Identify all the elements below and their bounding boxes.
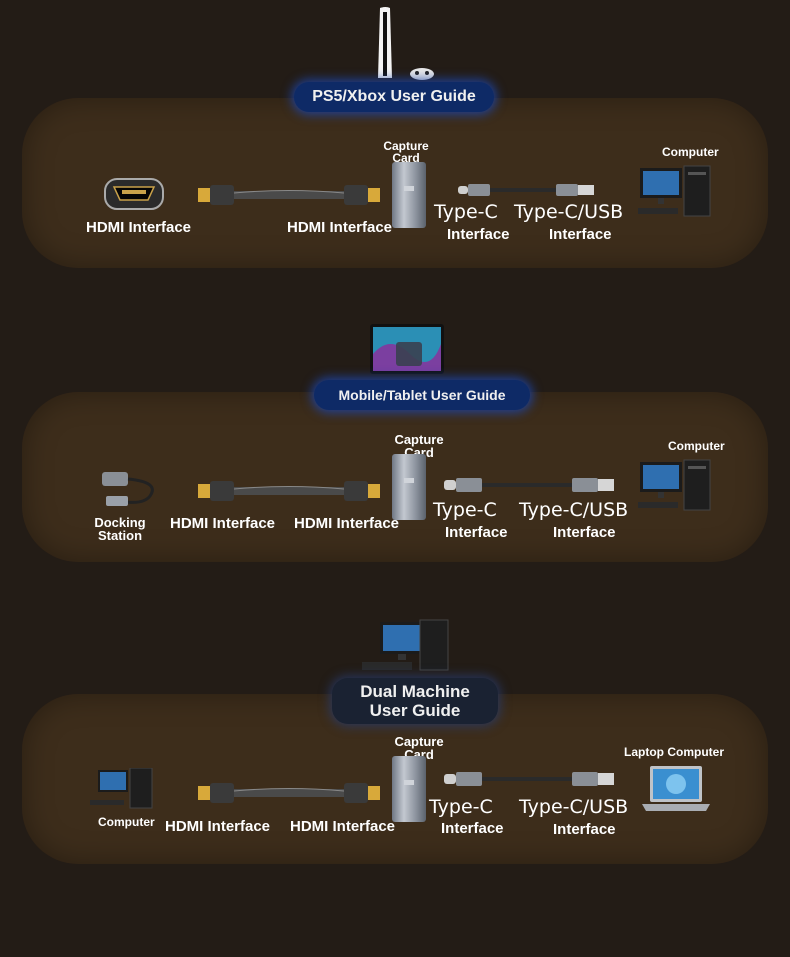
computer-label: Computer: [662, 145, 719, 159]
hdmi-interface-label-right: HDMI Interface: [294, 515, 400, 532]
dual-machine-guide-title: Dual Machine User Guide: [332, 678, 498, 724]
typec-interface-label: Interface: [447, 226, 510, 243]
laptop-icon: [642, 766, 710, 811]
hdmi-interface-label-left: HDMI Interface: [170, 515, 276, 532]
ps5-guide-title: PS5/Xbox User Guide: [294, 82, 494, 112]
desktop-computer-icon: [638, 459, 711, 511]
typec-label: Type-C: [434, 201, 498, 223]
capture-card-image: [392, 162, 426, 228]
docking-station-label: Docking Station: [94, 515, 146, 543]
desktop-computer-icon: [90, 768, 153, 809]
computer-label: Computer: [668, 439, 725, 453]
usb-label: Type-C/USB: [514, 201, 624, 223]
typec-label: Type-C: [433, 499, 497, 521]
usb-label: Type-C/USB: [519, 499, 629, 521]
desktop-computer-image: [362, 619, 449, 671]
typec-interface-label: Interface: [441, 820, 504, 837]
typec-usb-cable-image: [444, 772, 614, 786]
desktop-computer-icon: [638, 165, 711, 217]
usb-interface-label: Interface: [553, 821, 616, 838]
usb-interface-label: Interface: [549, 226, 612, 243]
dual-machine-title-line2: User Guide: [369, 701, 461, 720]
capture-card-image: [392, 756, 426, 822]
hdmi-cable-image: [198, 783, 380, 803]
laptop-computer-label: Laptop Computer: [624, 745, 724, 759]
typec-usb-cable-image: [444, 478, 614, 492]
hdmi-interface-label-right: HDMI Interface: [290, 818, 396, 835]
docking-station-image: [102, 472, 154, 506]
capture-card-label: Capture Card: [383, 139, 429, 165]
usb-label: Type-C/USB: [519, 796, 629, 818]
capture-card-image: [392, 454, 426, 520]
mobile-guide-title: Mobile/Tablet User Guide: [314, 380, 530, 410]
dual-machine-title-line1: Dual Machine: [360, 682, 470, 701]
ps5-console-image: [378, 7, 434, 80]
hdmi-cable-image: [198, 481, 380, 501]
typec-usb-cable-image: [458, 184, 594, 196]
typec-interface-label: Interface: [445, 524, 508, 541]
hdmi-cable-label: HDMI Interface: [287, 219, 393, 236]
computer-source-label: Computer: [98, 815, 155, 829]
typec-label: Type-C: [429, 796, 493, 818]
usb-interface-label: Interface: [553, 524, 616, 541]
hdmi-interface-label: HDMI Interface: [86, 219, 192, 236]
tablet-image: [370, 324, 444, 374]
hdmi-cable-image: [198, 185, 380, 205]
hdmi-port-icon: [104, 178, 164, 210]
hdmi-interface-label-left: HDMI Interface: [165, 818, 271, 835]
